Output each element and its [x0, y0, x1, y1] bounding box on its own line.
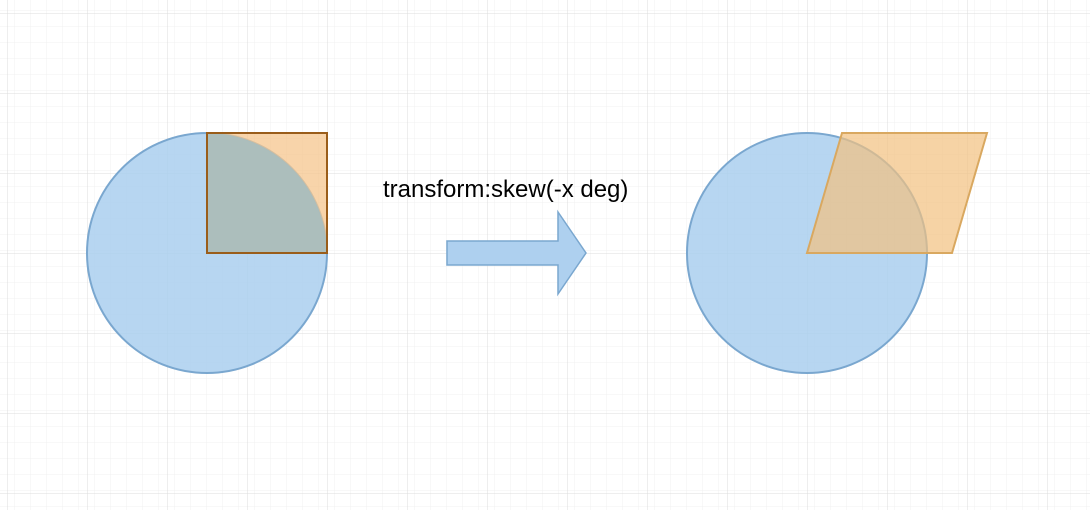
right-arrow-icon	[446, 209, 587, 297]
before-figure	[86, 132, 328, 374]
before-overlap-sector	[207, 133, 327, 253]
before-square-outline	[206, 132, 328, 254]
after-skewed-square	[805, 132, 989, 254]
transform-caption: transform:skew(-x deg)	[383, 176, 629, 203]
after-figure	[686, 132, 989, 374]
